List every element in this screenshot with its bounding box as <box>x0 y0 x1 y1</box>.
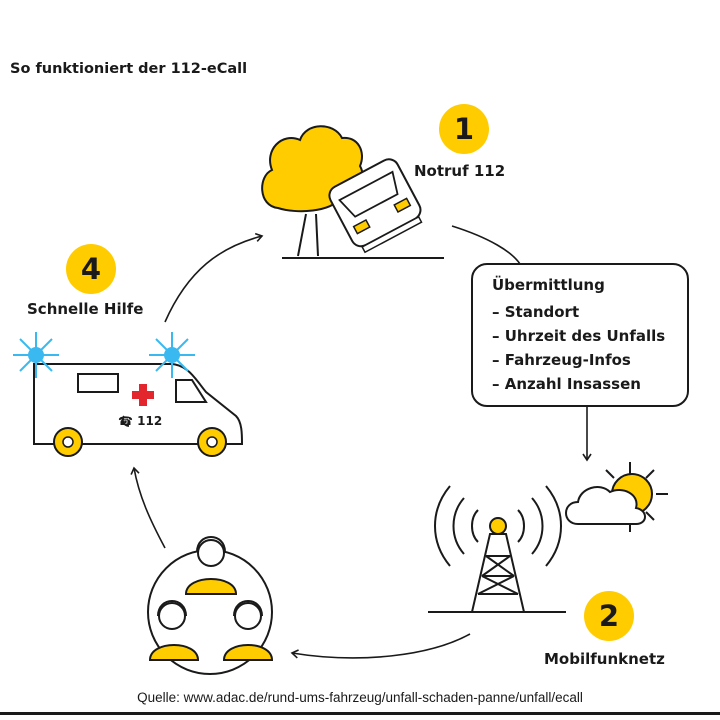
step-1-badge: 1 <box>439 104 489 154</box>
list-item: Anzahl Insassen <box>492 372 687 396</box>
source-caption: Quelle: www.adac.de/rund-ums-fahrzeug/un… <box>137 690 583 705</box>
step-2-badge: 2 <box>584 591 634 641</box>
info-box-list: Standort Uhrzeit des Unfalls Fahrzeug-In… <box>492 300 687 396</box>
ambulance-phone-label: ☎ 112 <box>118 414 162 428</box>
list-item: Fahrzeug-Infos <box>492 348 687 372</box>
siren-icon <box>149 332 195 378</box>
siren-icon <box>13 332 59 378</box>
step-4-badge: 4 <box>66 244 116 294</box>
step-4-label: Schnelle Hilfe <box>27 300 144 318</box>
page-title: So funktioniert der 112-eCall <box>10 61 248 77</box>
step-2-label: Mobilfunknetz <box>544 650 665 668</box>
cloud-sun-icon <box>565 462 668 532</box>
arrow-icon <box>290 633 471 659</box>
ambulance-icon <box>33 363 244 457</box>
arrow-icon <box>164 232 264 323</box>
transmission-info-box: Übermittlung Standort Uhrzeit des Unfall… <box>471 263 689 407</box>
arrow-icon <box>130 466 166 549</box>
list-item: Uhrzeit des Unfalls <box>492 324 687 348</box>
phone-icon: ☎ <box>118 414 133 428</box>
info-box-title: Übermittlung <box>492 276 605 294</box>
bottom-divider <box>0 712 720 715</box>
arrow-icon <box>451 225 521 265</box>
step-1-label: Notruf 112 <box>414 162 506 180</box>
ambulance-phone-number: 112 <box>137 414 163 428</box>
cell-tower-icon <box>428 485 566 613</box>
list-item: Standort <box>492 300 687 324</box>
crashed-car-icon <box>328 158 423 254</box>
call-center-agents-icon <box>147 536 274 675</box>
